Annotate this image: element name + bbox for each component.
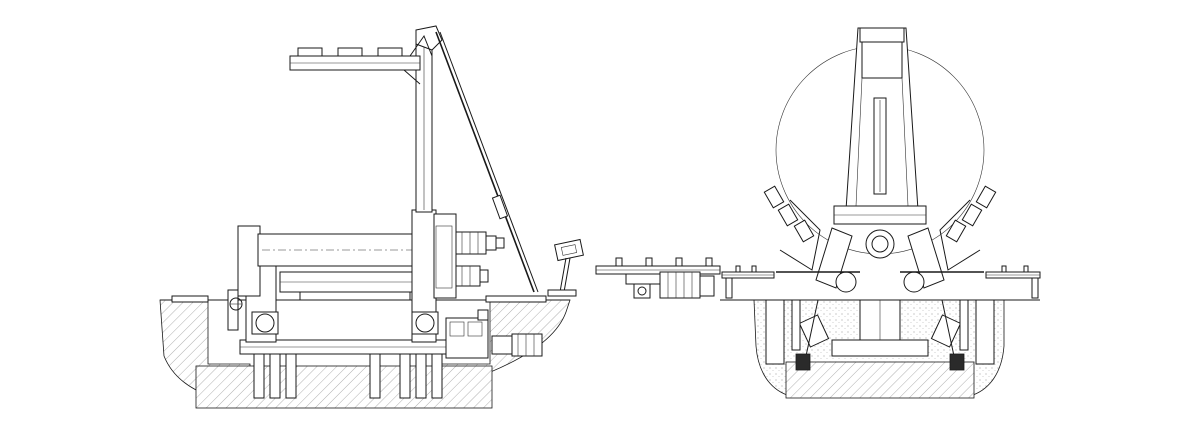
right-housing [411, 209, 457, 343]
right-bending-arm [907, 185, 997, 289]
hydraulic-unit [445, 309, 543, 359]
handwheel [229, 297, 243, 311]
right-hydraulic-cylinder [930, 299, 965, 371]
overhead-mast [415, 25, 443, 213]
side-roll [299, 291, 411, 301]
left-support-table [721, 265, 775, 299]
right-support-table [985, 265, 1041, 299]
left-plate [171, 295, 209, 303]
front-right-roll [903, 271, 925, 293]
upper-roll [257, 233, 417, 267]
center-base [831, 339, 929, 357]
pendant-posts [615, 257, 713, 267]
pendant-carriage [625, 271, 715, 299]
central-tower [845, 27, 919, 211]
control-pedestal [547, 238, 584, 297]
tie-rod [435, 31, 539, 293]
side-elevation-view [159, 25, 584, 409]
lower-drive-motor [455, 265, 489, 287]
right-plate [485, 295, 547, 303]
overhead-boom [289, 34, 433, 85]
lower-roll [279, 271, 413, 293]
left-bending-arm [763, 185, 853, 289]
concrete-base [195, 365, 493, 409]
upper-drive-motor [455, 231, 505, 255]
control-pendant-view [595, 257, 721, 299]
front-left-roll [835, 271, 857, 293]
front-top-roll [865, 229, 895, 259]
left-hydraulic-cylinder [795, 299, 830, 371]
front-elevation-view [720, 27, 1041, 399]
front-concrete-base [785, 361, 975, 399]
boom-pads [297, 47, 403, 57]
